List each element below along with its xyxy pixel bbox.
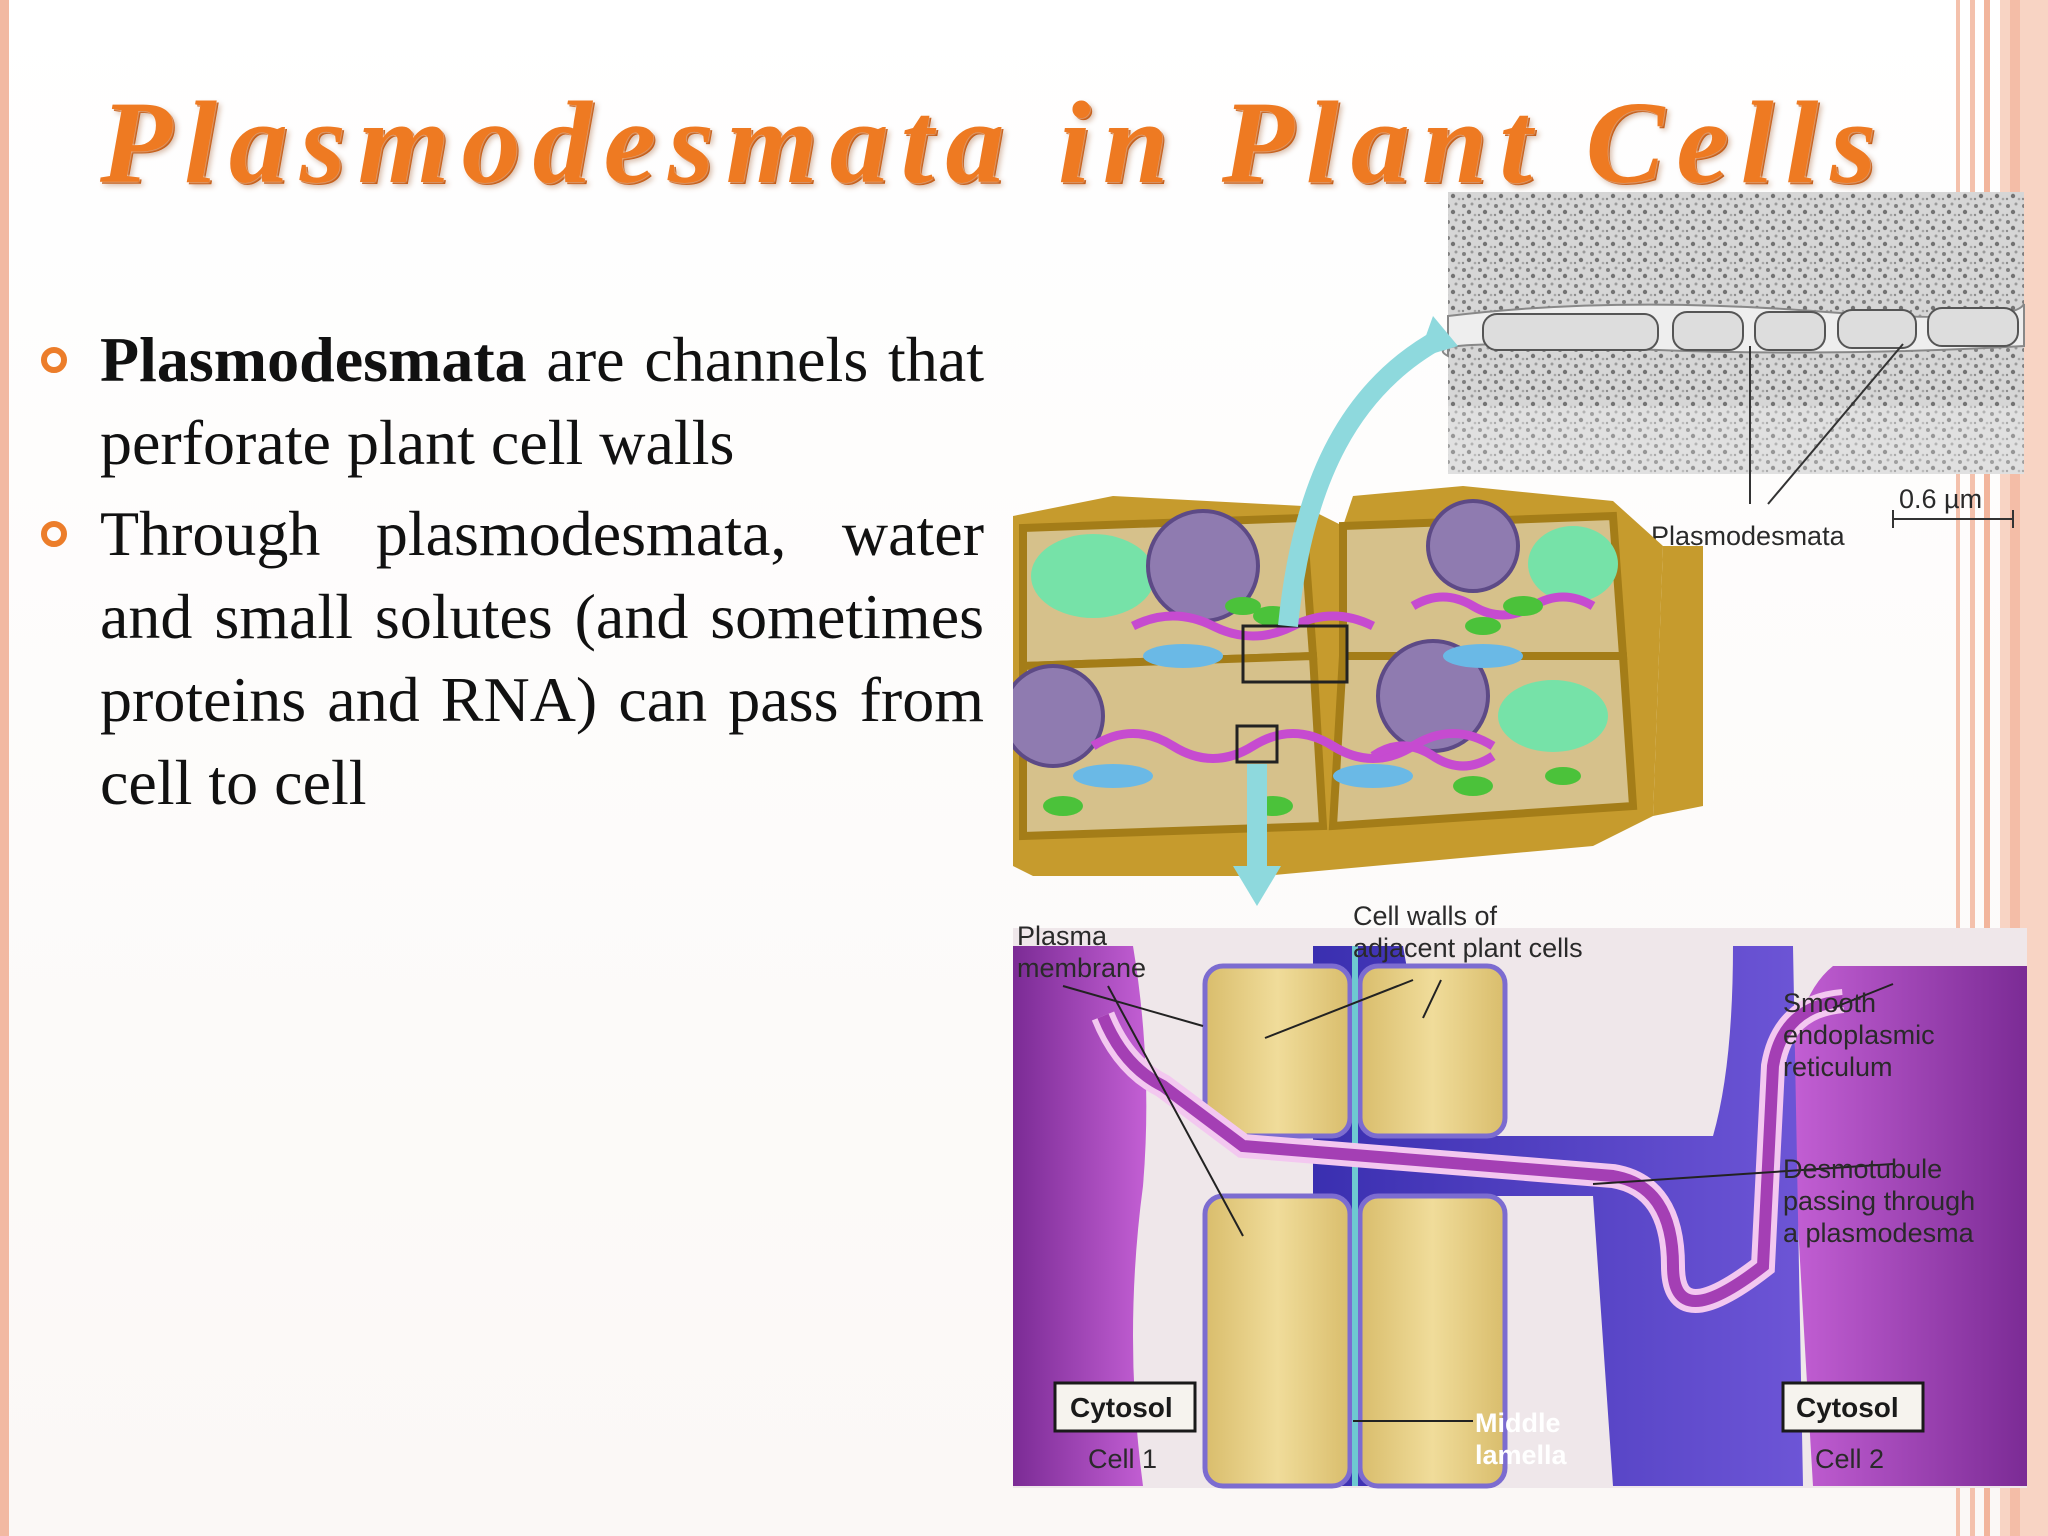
desmotubule-label: Desmotubule — [1783, 1154, 1942, 1184]
plasmodesma-cross-section: Plasma membrane Cell walls of adjacent p… — [1013, 901, 2027, 1489]
scale-bar-label: 0.6 µm — [1899, 484, 1982, 514]
ring-bullet-icon — [41, 521, 67, 547]
micrograph: Plasmodesmata 0.6 µm — [1441, 192, 2025, 551]
bullet-list: Plasmodesmata are channels that perforat… — [40, 318, 984, 832]
ring-bullet-icon — [41, 347, 67, 373]
cell2-label: Cell 2 — [1815, 1444, 1884, 1474]
plasma-membrane-label-2: membrane — [1017, 953, 1146, 983]
smooth-er-label-3: reticulum — [1783, 1052, 1893, 1082]
cell-walls-label: Cell walls of — [1353, 901, 1498, 931]
desmotubule-label-2: passing through — [1783, 1186, 1975, 1216]
slide-title: Plasmodesmata in Plant Cells — [100, 77, 1889, 208]
plant-cells-illustration — [1013, 316, 1703, 906]
plasma-membrane-label: Plasma — [1017, 921, 1108, 951]
smooth-er-label: Smooth — [1783, 988, 1876, 1018]
bullet-bold-term: Plasmodesmata — [100, 324, 527, 395]
bullet-text: are channels that perforate plant cell w… — [100, 324, 984, 478]
middle-lamella-label-2: lamella — [1475, 1440, 1568, 1470]
desmotubule-label-3: a plasmodesma — [1783, 1218, 1975, 1248]
cytosol-left-label: Cytosol — [1070, 1392, 1173, 1423]
cell1-label: Cell 1 — [1088, 1444, 1157, 1474]
middle-lamella-label: Middle — [1475, 1408, 1561, 1438]
left-border — [0, 0, 9, 1536]
bullet-text: Through plasmodesmata, water and small s… — [100, 498, 984, 818]
smooth-er-label-2: endoplasmic — [1783, 1020, 1935, 1050]
cytosol-right-label: Cytosol — [1796, 1392, 1899, 1423]
bullet-item: Plasmodesmata are channels that perforat… — [40, 318, 984, 484]
cell-walls-label-2: adjacent plant cells — [1353, 933, 1583, 963]
bullet-item: Through plasmodesmata, water and small s… — [40, 492, 984, 824]
plasmodesmata-diagram: Plasmodesmata 0.6 µm — [1013, 192, 2027, 1489]
